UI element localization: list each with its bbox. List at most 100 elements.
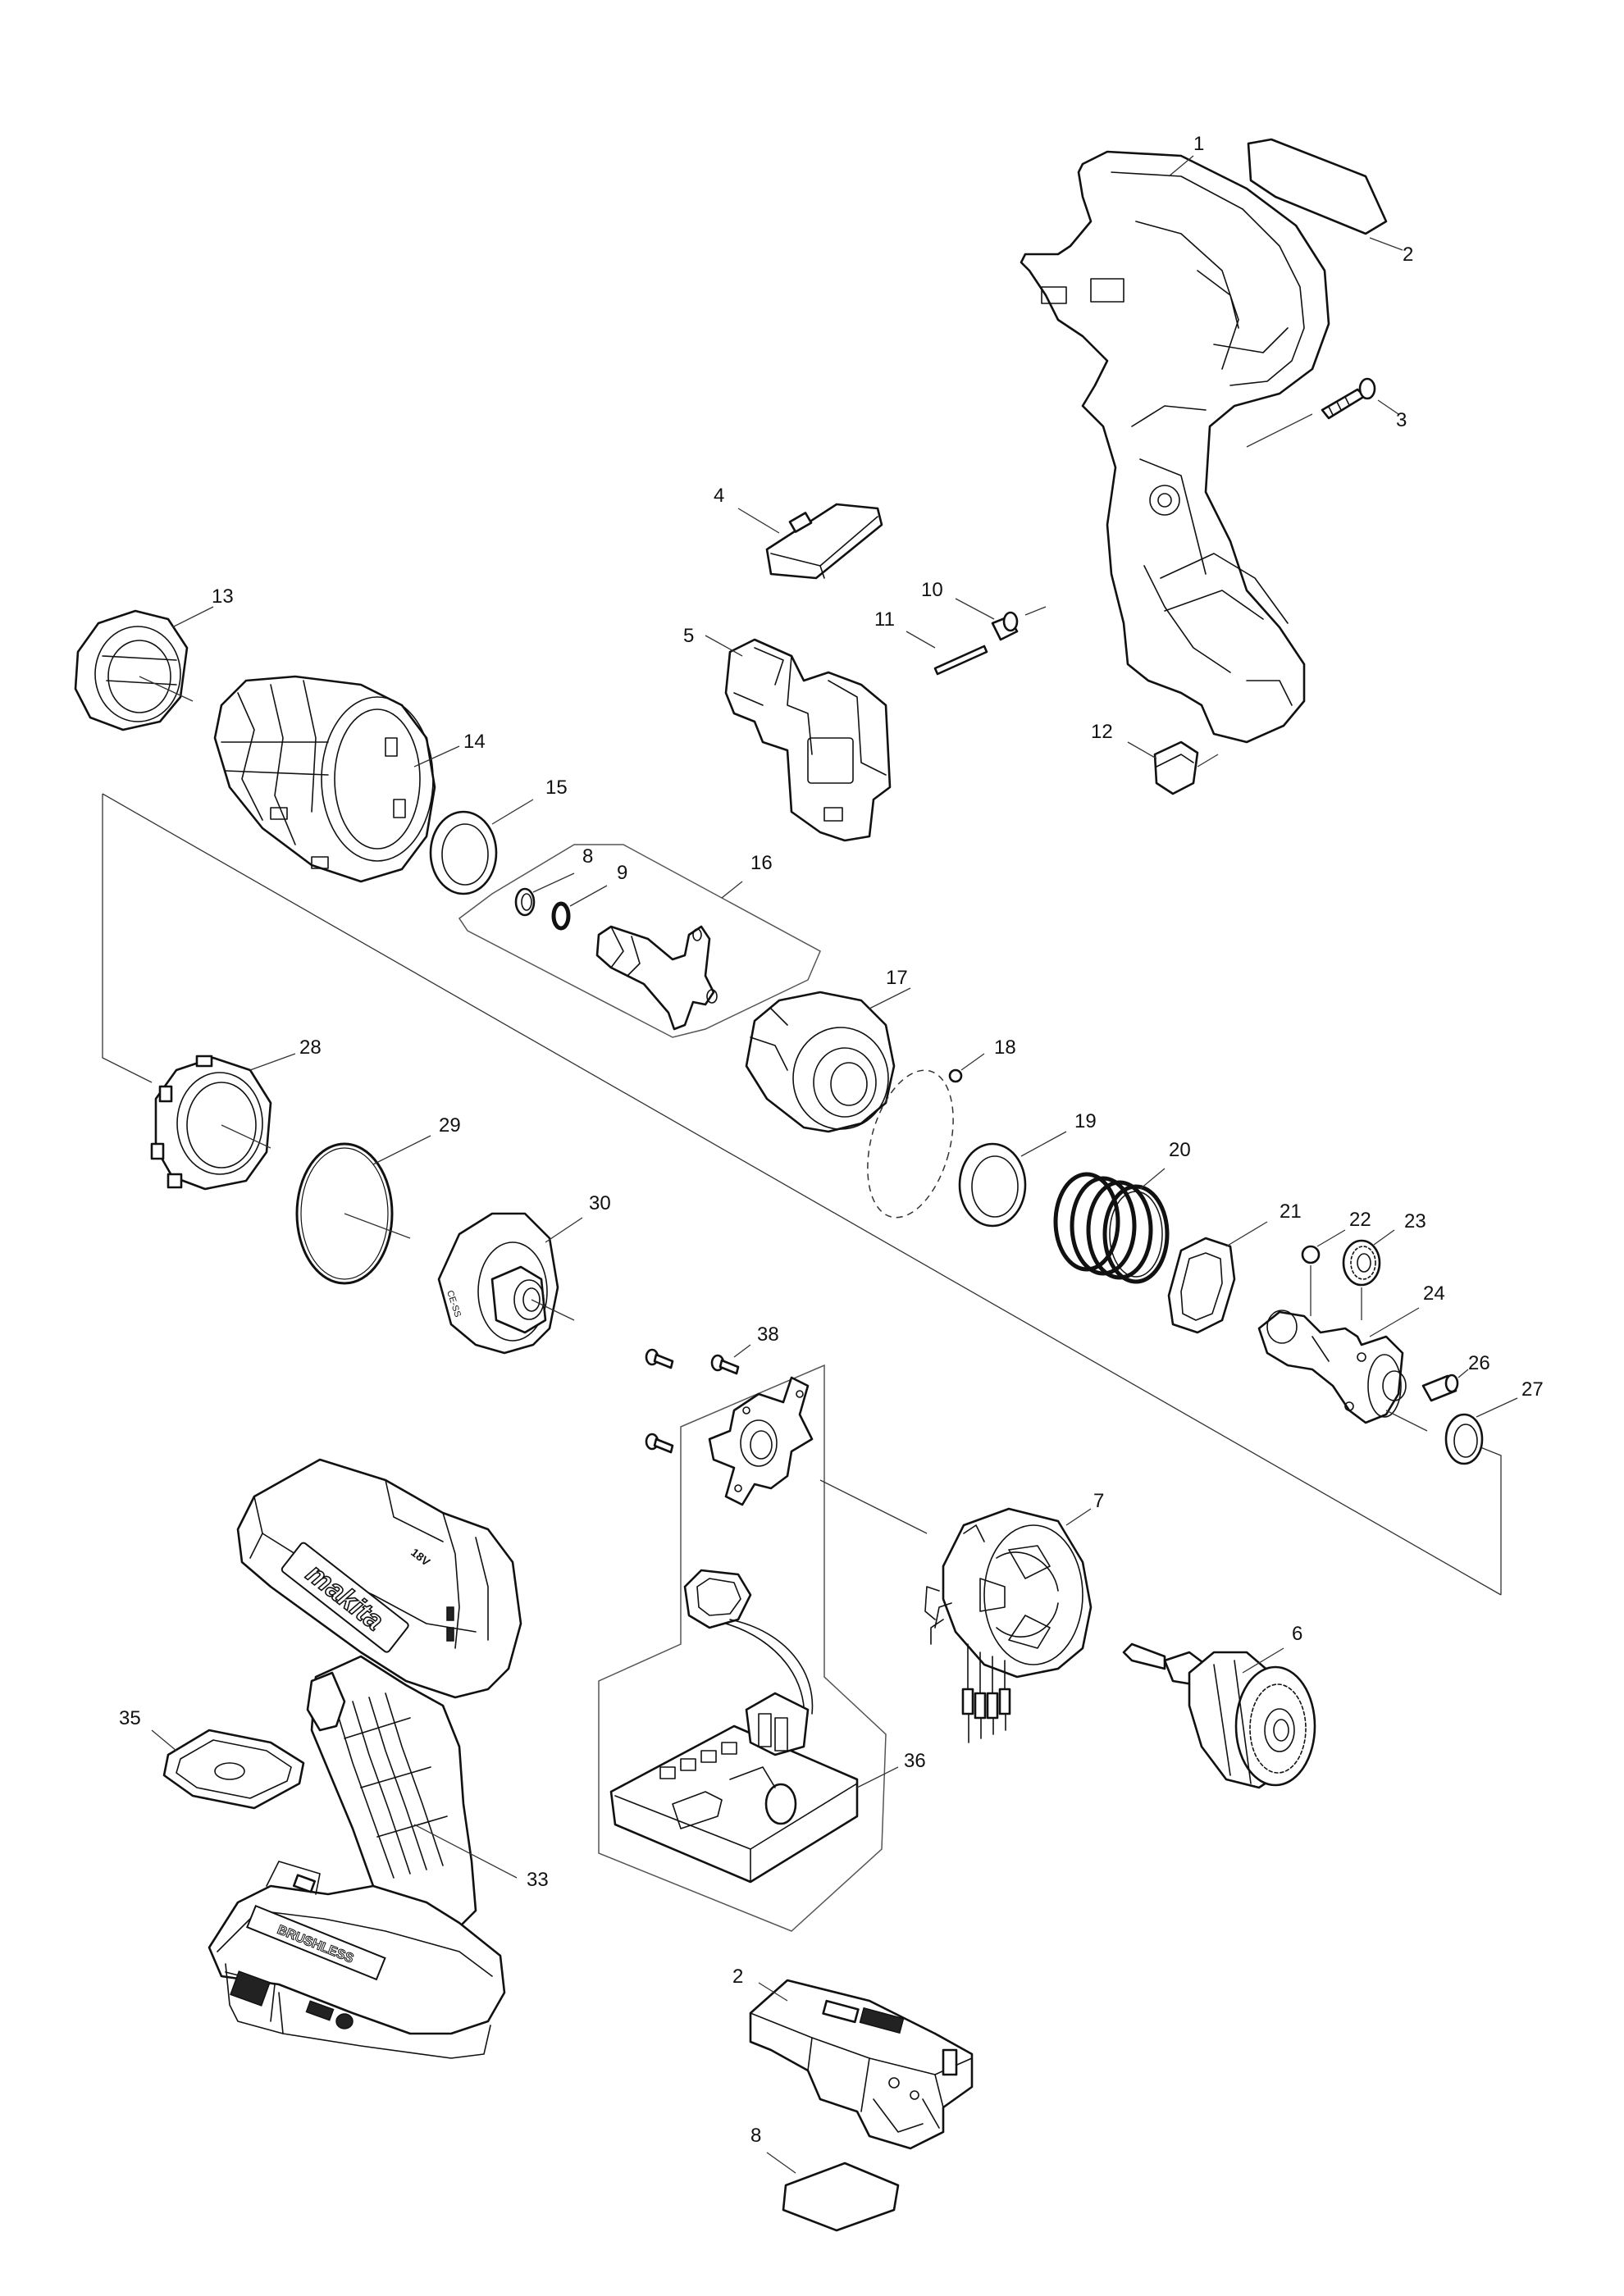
callout-20: 17 xyxy=(869,967,911,1009)
part-7-stator[interactable] xyxy=(924,1507,1093,1743)
callout-14: 12 xyxy=(1091,721,1219,768)
part-14-clip[interactable] xyxy=(1153,740,1199,795)
part-32-o-ring[interactable] xyxy=(295,1142,394,1285)
callout-28: 26 xyxy=(1457,1352,1490,1378)
part-12-sleeve[interactable] xyxy=(991,611,1019,641)
callout-label-36: 35 xyxy=(119,1707,141,1729)
part-24-flat-washer[interactable] xyxy=(1167,1237,1236,1334)
callout-label-6: 6 xyxy=(1292,1623,1302,1645)
callout-1: 1 xyxy=(1168,133,1204,177)
callout-label-20: 17 xyxy=(886,967,908,989)
callout-label-29: 27 xyxy=(1521,1378,1544,1401)
part-3-screw[interactable] xyxy=(1321,377,1376,420)
callout-39: 38 xyxy=(733,1323,779,1358)
part-20-hammer[interactable] xyxy=(745,991,896,1133)
steel-ball-icon xyxy=(948,1068,963,1083)
callout-5: 5 xyxy=(683,625,743,657)
callout-23: 20 xyxy=(1139,1139,1191,1190)
part-1-housing[interactable] xyxy=(1020,150,1330,744)
callout-label-19: 16 xyxy=(750,852,773,874)
callout-label-35: 33 xyxy=(527,1869,549,1891)
callout-label-13: 11 xyxy=(874,608,895,631)
callout-label-28: 26 xyxy=(1468,1352,1490,1374)
callout-21: 18 xyxy=(960,1036,1016,1071)
callout-label-7: 7 xyxy=(1093,1490,1104,1512)
callout-label-26: 23 xyxy=(1404,1210,1426,1232)
part-23-spring[interactable] xyxy=(1053,1172,1170,1284)
callout-36: 35 xyxy=(119,1707,177,1752)
callout-19: 16 xyxy=(721,852,773,899)
callout-label-4: 4 xyxy=(714,485,724,507)
part-39-screws[interactable] xyxy=(645,1348,740,1454)
callout-9: 2 xyxy=(732,1966,788,2002)
part-8-label[interactable] xyxy=(782,2162,900,2232)
part-17-washer[interactable] xyxy=(429,810,498,895)
callout-label-18: 22 xyxy=(1349,1209,1371,1231)
callout-label-1: 1 xyxy=(1193,133,1204,155)
part-18-steel-ball[interactable] xyxy=(1301,1245,1321,1264)
callout-label-16: 14 xyxy=(463,731,486,753)
callout-32: 29 xyxy=(344,1114,461,1239)
callout-8: 1 xyxy=(766,2152,796,2174)
part-38-sensor-plate[interactable] xyxy=(708,1376,814,1506)
part-38-wire-cover[interactable] xyxy=(683,1569,814,1723)
callout-label-11: 9 xyxy=(617,862,627,884)
callout-label-15: 13 xyxy=(212,585,234,608)
part-27-spindle[interactable] xyxy=(1257,1310,1407,1424)
part-2-name-plate[interactable] xyxy=(1247,138,1388,235)
part-9-terminal[interactable] xyxy=(749,1979,974,2150)
part-35-housing[interactable]: makita 18V BRUSHLESS xyxy=(208,1458,522,2059)
callout-2: 2 xyxy=(1369,237,1413,266)
part-22-washer[interactable] xyxy=(958,1142,1027,1228)
screw-icon xyxy=(710,1354,740,1375)
callout-label-14: 12 xyxy=(1091,721,1113,743)
callout-13: 11 xyxy=(874,608,936,649)
callout-33: 30 xyxy=(531,1192,611,1321)
part-11-o-ring[interactable] xyxy=(551,901,571,931)
callout-label-8-visible: 8 xyxy=(750,2125,761,2147)
part-33-bearing-box[interactable]: CE-SS xyxy=(437,1212,559,1355)
callout-17: 15 xyxy=(491,777,568,825)
part-15-bumper[interactable] xyxy=(74,609,189,731)
callout-30: 28 xyxy=(221,1036,322,1149)
callout-22: 19 xyxy=(1020,1110,1097,1157)
part-13-pin[interactable] xyxy=(933,645,988,676)
callout-6: 6 xyxy=(1242,1623,1302,1674)
callout-label-23: 20 xyxy=(1169,1139,1191,1161)
part-6-rotor[interactable] xyxy=(1122,1642,1316,1789)
callout-24: 21 xyxy=(1225,1200,1302,1247)
part-16-hammer-case[interactable] xyxy=(213,675,436,883)
callout-label-24: 21 xyxy=(1280,1200,1302,1223)
callout-label-32: 29 xyxy=(439,1114,461,1137)
assembly-frame-lines xyxy=(102,793,1502,1596)
part-19-anvil-assembly-box xyxy=(458,844,821,1038)
callout-label-5: 5 xyxy=(683,625,694,647)
part-19-anvil[interactable] xyxy=(595,925,718,1031)
part-5-switch[interactable] xyxy=(724,638,892,842)
part-36-led-cover[interactable] xyxy=(162,1729,305,1810)
callout-18: 22 xyxy=(1310,1209,1371,1316)
callout-label-10: 8 xyxy=(582,845,593,868)
callout-3: 3 xyxy=(1246,399,1407,448)
part-21-steel-balls[interactable] xyxy=(853,1061,968,1228)
callout-label-3: 3 xyxy=(1396,409,1407,431)
callout-label-2: 2 xyxy=(1403,244,1413,266)
callout-7: 7 xyxy=(819,1479,1104,1534)
part-4-reversing-lever[interactable] xyxy=(765,503,883,580)
part-28-pin[interactable] xyxy=(1421,1374,1459,1402)
callout-label-12: 10 xyxy=(921,579,943,601)
part-26-internal-gear[interactable] xyxy=(1342,1239,1381,1287)
part-38-controller-box xyxy=(598,1364,887,1932)
callout-15: 13 xyxy=(139,585,234,702)
callout-12: 10 xyxy=(921,579,1047,620)
callout-label-30: 28 xyxy=(299,1036,322,1059)
screw-icon xyxy=(645,1433,674,1454)
callout-27: 24 xyxy=(1369,1282,1445,1432)
part-10-retaining-ring[interactable] xyxy=(514,887,536,917)
callout-4: 4 xyxy=(714,485,780,534)
part-38-controller[interactable] xyxy=(609,1692,859,1884)
callout-16: 14 xyxy=(413,731,486,768)
part-30-ring[interactable] xyxy=(150,1055,272,1191)
part-29-washer[interactable] xyxy=(1444,1413,1484,1465)
